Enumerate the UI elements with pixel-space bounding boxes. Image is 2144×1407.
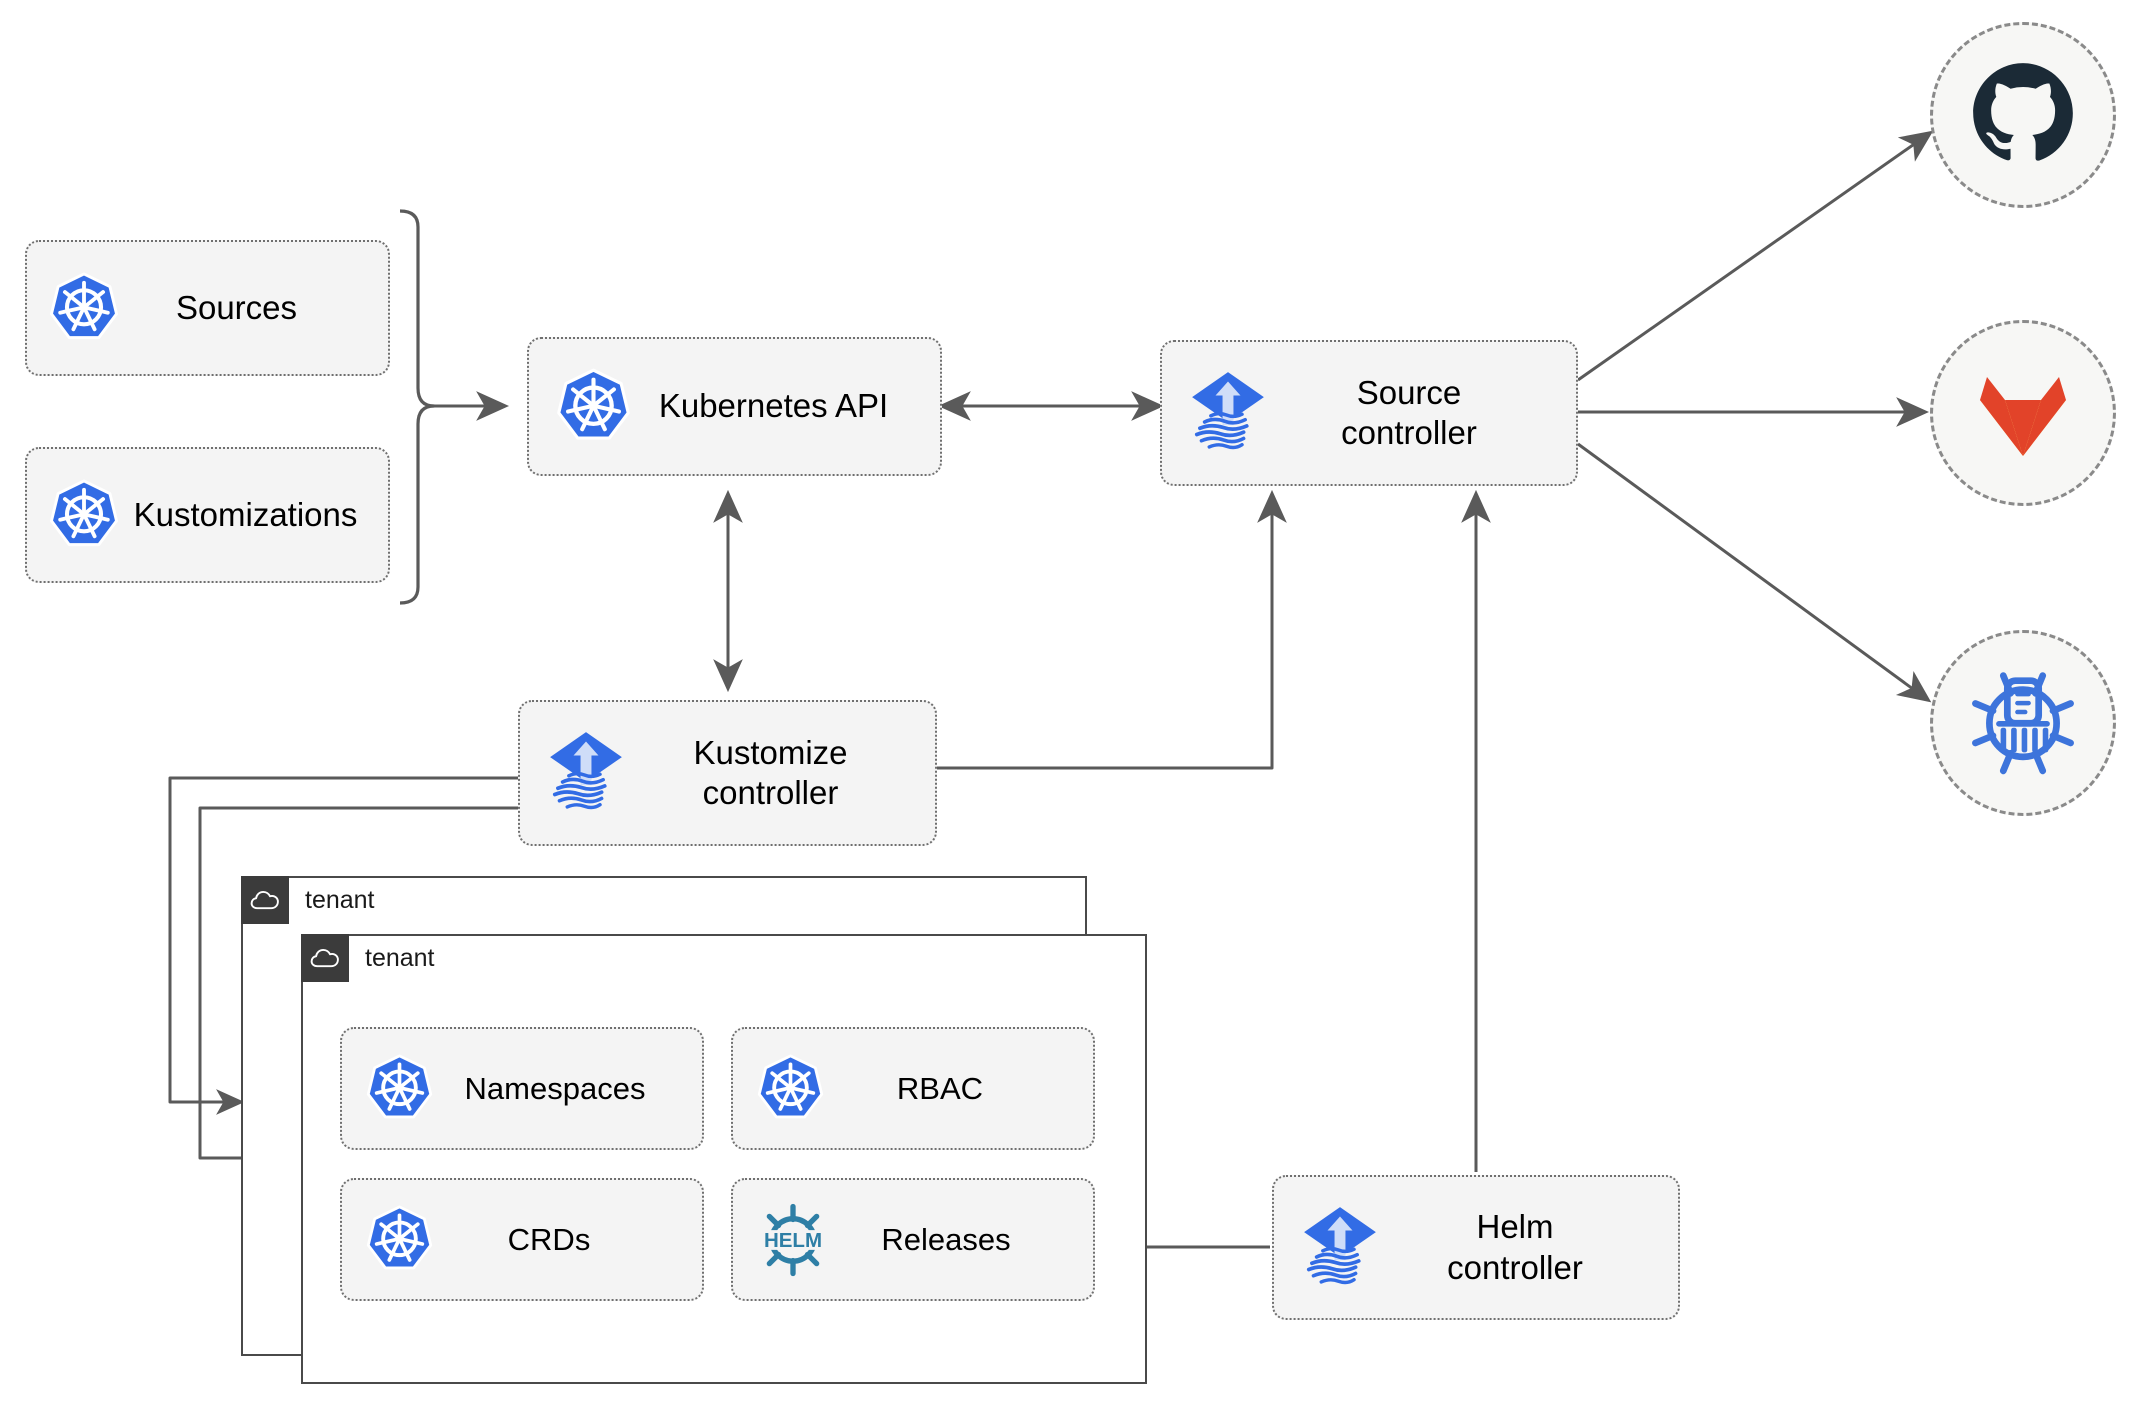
svg-text:HELM: HELM bbox=[764, 1228, 822, 1251]
flux-icon bbox=[538, 729, 634, 816]
wire-kustomize-to-tenant-outer bbox=[168, 776, 518, 1115]
node-kustomize-controller[interactable]: Kustomize controller bbox=[518, 700, 937, 846]
tenant-tab-outer: tenant bbox=[241, 876, 541, 924]
helm-icon: HELM bbox=[749, 1202, 837, 1278]
tenant-panel-inner[interactable] bbox=[301, 934, 1147, 1384]
kubernetes-icon bbox=[41, 271, 127, 345]
provider-helm-repository[interactable] bbox=[1930, 630, 2116, 816]
node-source-controller[interactable]: Source controller bbox=[1160, 340, 1578, 486]
tenant-resource-rbac[interactable]: RBAC bbox=[731, 1027, 1095, 1150]
tenant-resource-crds[interactable]: CRDs bbox=[340, 1178, 704, 1301]
gitlab-icon bbox=[1973, 364, 2073, 463]
node-label-kustomize-controller: Kustomize controller bbox=[693, 733, 848, 811]
tenant-resource-label-namespaces: Namespaces bbox=[464, 1070, 646, 1106]
node-helm-controller[interactable]: Helm controller bbox=[1272, 1175, 1680, 1320]
resource-card-sources[interactable]: Sources bbox=[25, 240, 390, 376]
flux-icon bbox=[1180, 369, 1276, 456]
helm-repository-icon bbox=[1967, 665, 2079, 782]
kubernetes-icon bbox=[547, 367, 639, 446]
tenant-resource-label-rbac: RBAC bbox=[896, 1070, 984, 1106]
github-icon bbox=[1971, 61, 2075, 170]
kubernetes-icon bbox=[749, 1053, 831, 1124]
resource-card-kustomizations[interactable]: Kustomizations bbox=[25, 447, 390, 583]
wire-kustomize-to-source bbox=[937, 489, 1287, 770]
node-label-source-controller: Source controller bbox=[1341, 373, 1477, 451]
resource-label-kustomizations: Kustomizations bbox=[133, 495, 358, 533]
kubernetes-icon bbox=[358, 1204, 440, 1275]
cloud-icon bbox=[241, 876, 289, 924]
tenant-label-outer: tenant bbox=[305, 885, 375, 914]
wire-source-to-github bbox=[1577, 130, 1934, 382]
kubernetes-icon bbox=[41, 478, 127, 552]
kubernetes-icon bbox=[358, 1053, 440, 1124]
node-label-helm-controller: Helm controller bbox=[1447, 1208, 1583, 1286]
node-label-kubernetes-api: Kubernetes API bbox=[658, 387, 889, 425]
flux-icon bbox=[1292, 1204, 1388, 1291]
tenant-label-inner: tenant bbox=[365, 943, 435, 972]
group-brace bbox=[398, 209, 436, 605]
tenant-resource-label-crds: CRDs bbox=[507, 1221, 591, 1257]
cloud-icon bbox=[301, 934, 349, 982]
tenant-resource-releases[interactable]: HELM Releases bbox=[731, 1178, 1095, 1301]
resource-label-sources: Sources bbox=[175, 288, 298, 326]
provider-github[interactable] bbox=[1930, 22, 2116, 208]
tenant-resource-label-releases: Releases bbox=[881, 1221, 1011, 1257]
provider-gitlab[interactable] bbox=[1930, 320, 2116, 506]
wire-source-to-helm-repository bbox=[1577, 442, 1932, 703]
tenant-resource-namespaces[interactable]: Namespaces bbox=[340, 1027, 704, 1150]
tenant-tab-inner: tenant bbox=[301, 934, 601, 982]
node-kubernetes-api[interactable]: Kubernetes API bbox=[527, 337, 942, 476]
